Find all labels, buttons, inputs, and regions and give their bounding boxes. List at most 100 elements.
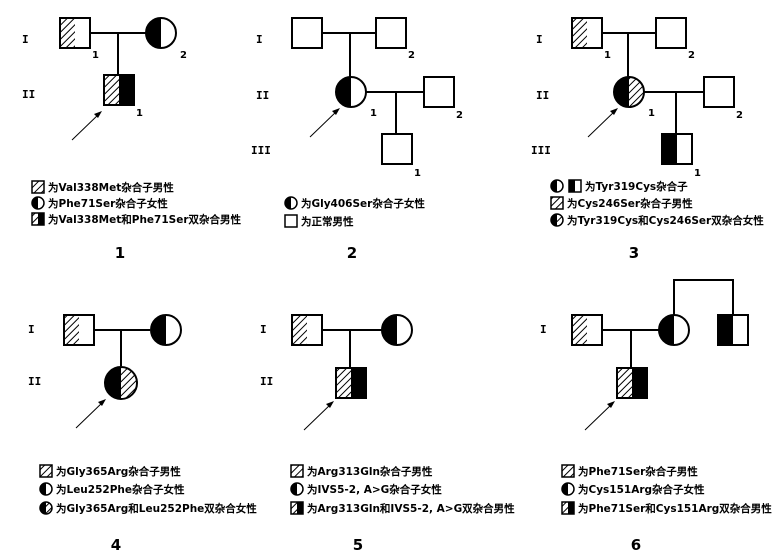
- legend-male-carrier-icon: [550, 196, 564, 210]
- panel-caption: 2: [347, 244, 357, 262]
- member-number: 1: [92, 50, 99, 61]
- member-number: 2: [456, 110, 463, 121]
- male-carrier-III-1: [661, 133, 693, 165]
- normal-male-I-2: [375, 17, 407, 49]
- generation-label-III: III: [531, 144, 551, 157]
- generation-label-I: I: [256, 33, 263, 46]
- legend-item: 为Phe71Ser和Cys151Arg双杂合男性: [578, 502, 772, 515]
- generation-label-I: I: [28, 323, 35, 336]
- generation-label-III: III: [251, 144, 271, 157]
- panel-caption: 1: [115, 244, 125, 262]
- member-number: 2: [180, 50, 187, 61]
- member-number: 2: [408, 50, 415, 61]
- normal-male-II-2: [703, 76, 735, 108]
- legend-female-carrier-icon: [550, 179, 564, 193]
- legend-item: 为IVS5-2, A>G杂合子女性: [307, 483, 442, 496]
- generation-label-II: II: [536, 89, 549, 102]
- legend-male-carrier-icon: [39, 464, 53, 478]
- legend-item: 为Gly406Ser杂合子女性: [301, 197, 425, 210]
- generation-label-II: II: [260, 375, 273, 388]
- member-number: 1: [136, 108, 143, 119]
- male-carrier-sibling: [717, 314, 749, 346]
- legend-male-carrier-icon: [31, 180, 45, 194]
- proband-arrow: [309, 108, 340, 138]
- legend-female-compound-icon: [39, 501, 53, 515]
- female-compound-II-1: [104, 366, 138, 400]
- legend-male-compound-icon: [561, 501, 575, 515]
- legend-item: 为Gly365Arg和Leu252Phe双杂合女性: [56, 502, 257, 515]
- female-carrier-I-2: [150, 314, 182, 346]
- legend-male-carrier-icon: [561, 464, 575, 478]
- generation-label-I: I: [536, 33, 543, 46]
- male-compound-II-1: [616, 367, 648, 399]
- legend-item: 为Tyr319Cys和Cys246Ser双杂合女性: [567, 214, 764, 227]
- legend-item: 为Arg313Gln杂合子男性: [307, 465, 433, 478]
- generation-label-I: I: [260, 323, 267, 336]
- panel-caption: 6: [631, 536, 641, 554]
- legend-item: 为Tyr319Cys杂合子: [585, 180, 688, 193]
- proband-arrow: [584, 401, 615, 431]
- member-number: 1: [370, 108, 377, 119]
- legend-normal-male-icon: [284, 214, 298, 228]
- legend-female-carrier-icon: [561, 482, 575, 496]
- panel-6: I 为Phe71Ser杂合: [540, 279, 772, 554]
- legend-panel-1: 为Val338Met杂合子男性 为Phe71Ser杂合子女性 为Val338Me…: [31, 180, 242, 226]
- male-carrier-I-1: [571, 314, 603, 346]
- panel-2: I II III 2 1 2 1 为Gly406Ser杂合子女性: [251, 17, 463, 262]
- proband-arrow: [587, 108, 618, 138]
- normal-male-I-1: [291, 17, 323, 49]
- legend-female-compound-icon: [550, 213, 564, 227]
- female-carrier-II-1: [335, 76, 367, 108]
- legend-panel-2: 为Gly406Ser杂合子女性 为正常男性: [284, 196, 425, 228]
- sibship-line: [673, 279, 734, 315]
- legend-panel-5: 为Arg313Gln杂合子男性 为IVS5-2, A>G杂合子女性 为Arg31…: [290, 464, 515, 515]
- male-compound-II-1: [103, 74, 135, 106]
- generation-label-I: I: [22, 33, 29, 46]
- legend-item: 为Cys246Ser杂合子男性: [567, 197, 693, 210]
- panel-4: I II 为Gly365Arg杂合子男性: [28, 314, 257, 554]
- panel-3: I II III 1 2 1 2 1: [531, 17, 764, 262]
- panel-caption: 5: [353, 536, 363, 554]
- generation-label-II: II: [256, 89, 269, 102]
- legend-item: 为Leu252Phe杂合子女性: [56, 483, 185, 496]
- legend-panel-6: 为Phe71Ser杂合子男性 为Cys151Arg杂合子女性 为Phe71Ser…: [561, 464, 772, 515]
- legend-female-carrier-icon: [31, 196, 45, 210]
- normal-male-III-1: [381, 133, 413, 165]
- legend-male-compound-icon: [31, 212, 45, 226]
- member-number: 1: [604, 50, 611, 61]
- legend-panel-4: 为Gly365Arg杂合子男性 为Leu252Phe杂合子女性 为Gly365A…: [39, 464, 257, 515]
- legend-item: 为正常男性: [301, 215, 354, 228]
- female-compound-II-1: [613, 76, 645, 108]
- legend-male-carrier-icon: [568, 179, 582, 193]
- member-number: 1: [648, 108, 655, 119]
- member-number: 1: [414, 168, 421, 179]
- proband-arrow: [303, 401, 334, 431]
- legend-item: 为Arg313Gln和IVS5-2, A>G双杂合男性: [307, 502, 515, 515]
- member-number: 2: [736, 110, 743, 121]
- generation-label-I: I: [540, 323, 547, 336]
- normal-male-II-2: [423, 76, 455, 108]
- panel-caption: 3: [629, 244, 639, 262]
- legend-item: 为Gly365Arg杂合子男性: [56, 465, 181, 478]
- generation-label-II: II: [22, 88, 35, 101]
- member-number: 2: [688, 50, 695, 61]
- generation-label-II: II: [28, 375, 41, 388]
- panel-caption: 4: [111, 536, 121, 554]
- male-carrier-I-1: [571, 17, 603, 49]
- proband-arrow: [75, 399, 106, 429]
- legend-item: 为Phe71Ser杂合子男性: [578, 465, 698, 478]
- legend-female-carrier-icon: [284, 196, 298, 210]
- female-carrier-I-2: [658, 314, 690, 346]
- legend-item: 为Val338Met和Phe71Ser双杂合男性: [48, 213, 242, 226]
- panel-5: I II 为Arg313Gln杂合子男性: [260, 314, 515, 554]
- panel-1: I II 1 2 1 为Val338: [22, 17, 242, 262]
- female-carrier-I-2: [145, 17, 177, 49]
- male-carrier-I-1: [291, 314, 323, 346]
- female-carrier-I-2: [381, 314, 413, 346]
- male-carrier-I-1: [63, 314, 95, 346]
- legend-female-carrier-icon: [290, 482, 304, 496]
- legend-item: 为Cys151Arg杂合子女性: [578, 483, 705, 496]
- legend-item: 为Val338Met杂合子男性: [48, 181, 174, 194]
- member-number: 1: [694, 168, 701, 179]
